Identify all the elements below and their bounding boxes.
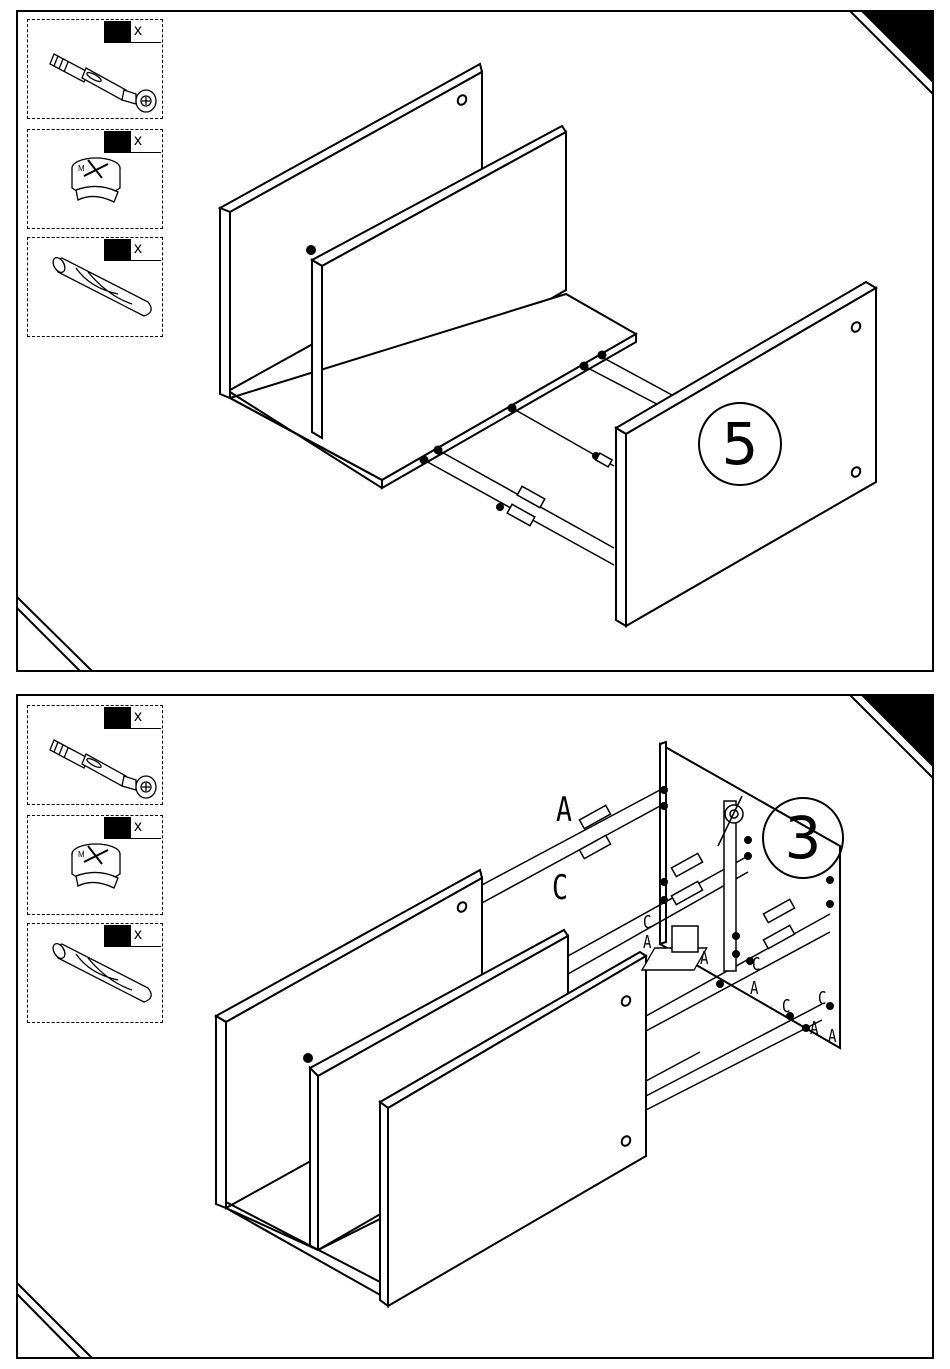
dowel-hardware	[507, 453, 612, 526]
quantity-badge: x	[104, 707, 161, 729]
quantity-badge: x	[104, 817, 161, 839]
svg-text:M: M	[78, 164, 85, 173]
hole-label-c: C	[552, 868, 568, 908]
step-number: 5	[700, 404, 780, 484]
quantity-badge: x	[104, 925, 161, 947]
quantity-badge: x	[104, 21, 161, 43]
hole-label-c: C	[782, 996, 790, 1017]
corner-triangle-top-right	[862, 695, 933, 766]
hole-label-a: A	[556, 790, 572, 830]
part-wooden-dowel: x	[27, 237, 163, 337]
hole-label-a: A	[643, 932, 651, 953]
hole-label-a: A	[810, 1018, 818, 1039]
part-cam-lock: M x	[27, 129, 163, 229]
hole-label-a: A	[828, 1026, 836, 1047]
hole-label-a: A	[750, 978, 758, 999]
hole-label-c: C	[818, 988, 826, 1009]
part-wooden-dowel: x	[27, 923, 163, 1023]
quantity-badge: x	[104, 239, 161, 261]
corner-triangle-top-right	[862, 11, 933, 82]
hole-label-a: A	[700, 948, 708, 969]
hole-label-c: C	[643, 912, 651, 933]
part-cam-bolt: x	[27, 705, 163, 805]
step-number: 3	[763, 798, 843, 878]
svg-text:M: M	[78, 850, 85, 859]
quantity-badge: x	[104, 131, 161, 153]
part-cam-lock: M x	[27, 815, 163, 915]
part-cam-bolt: x	[27, 19, 163, 119]
hole-label-c: C	[752, 954, 760, 975]
assembly-step-3: 3 A C C A A C A C C A A x	[0, 686, 950, 1369]
assembly-step-5: 5 x M	[0, 0, 950, 680]
